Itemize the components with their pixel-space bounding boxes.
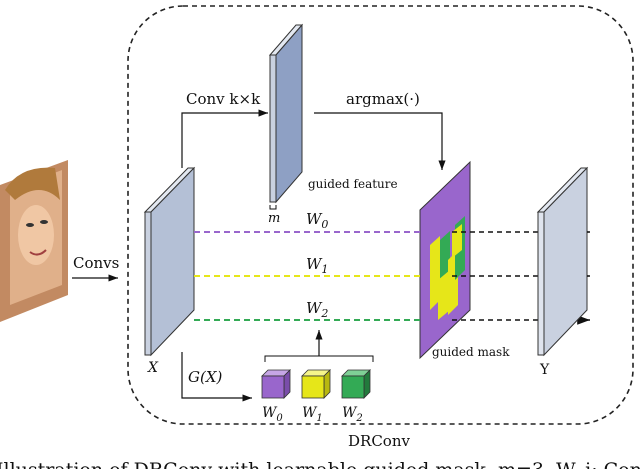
conv-kxk-arrow [181,109,268,168]
drconv-title: DRConv [348,432,410,450]
drconv-box [127,5,634,425]
gx-arrow [181,352,252,402]
kernel-cube-w0 [261,369,291,399]
kernel-cube-w1 [301,369,331,399]
y-label: Y [539,362,550,378]
guided-feature-block [268,23,304,204]
gx-label: G(X) [188,368,223,386]
conv-kxk-label: Conv k×k [186,90,261,108]
m-bracket [269,205,277,210]
kernel-cube-w2 [341,369,371,399]
guided-feature-label: guided feature [308,177,398,191]
argmax-arrow [314,112,446,170]
guided-mask [419,160,471,360]
m-label: m [268,211,280,226]
argmax-label: argmax(·) [346,90,420,108]
figure-caption: Illustration of DRConv with learnable gu… [0,459,640,469]
input-face-image [0,160,68,322]
x-label: X [147,360,159,376]
kernel-bracket [264,355,374,362]
guided-mask-label: guided mask [432,345,510,359]
w1-line-label: W1 [306,255,328,276]
x-feature-block [143,166,196,357]
kernel-label-w2: W2 [342,405,363,424]
w0-line-label: W0 [306,210,328,231]
convs-label: Convs [73,254,119,272]
y-feature-block [536,166,589,357]
w2-line-label: W2 [306,299,328,320]
kernel-label-w0: W0 [262,405,283,424]
kernel-label-w1: W1 [302,405,323,424]
